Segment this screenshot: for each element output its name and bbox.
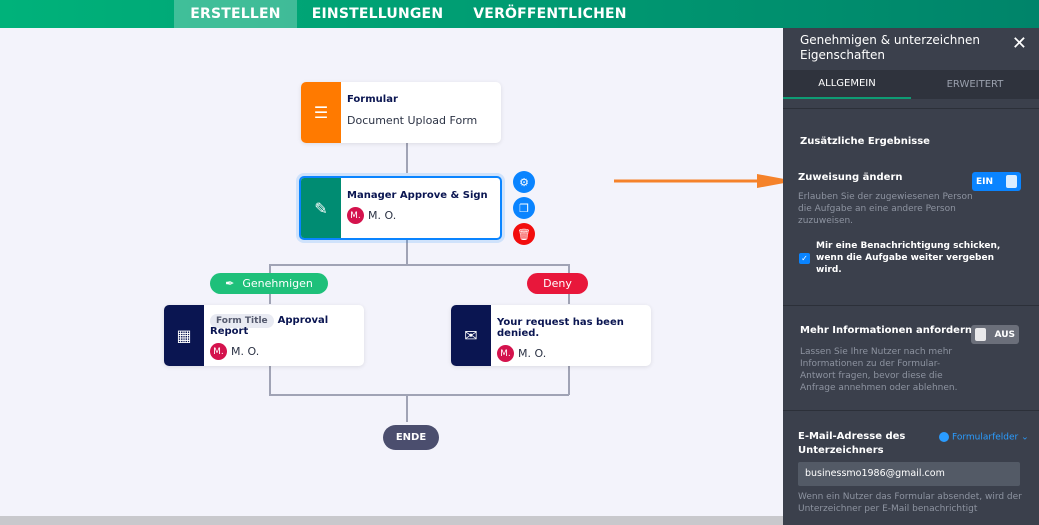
moreinfo-description: Lassen Sie Ihre Nutzer nach mehr Informa… <box>800 347 958 393</box>
report-icon: ▦ <box>164 305 204 366</box>
assignee: M. O. <box>231 345 260 358</box>
email-icon: ✉ <box>451 305 491 366</box>
moreinfo-toggle[interactable]: AUS <box>971 325 1019 344</box>
link-icon <box>939 432 949 442</box>
email-label: E-Mail-Adresse des Unterzeichners <box>798 431 906 456</box>
connector <box>568 366 570 395</box>
deny-email-node[interactable]: ✉ Your request has been denied. M. M. O. <box>451 305 651 366</box>
branch-label: Genehmigen <box>242 277 313 290</box>
sign-icon: ✎ <box>301 178 341 238</box>
dropdown-label: Formularfelder <box>952 432 1019 443</box>
toggle-label: AUS <box>994 329 1015 340</box>
approve-sign-node[interactable]: ✎ Manager Approve & Sign M. M. O. <box>299 176 502 240</box>
connector <box>406 143 408 173</box>
node-title: Approval Report <box>210 315 329 337</box>
gear-icon[interactable]: ⚙ <box>513 171 535 193</box>
notify-label: Mir eine Benachrichtigung schicken, wenn… <box>816 241 1001 275</box>
email-description: Wenn ein Nutzer das Formular absendet, w… <box>798 492 1022 514</box>
horizontal-scrollbar[interactable] <box>0 516 783 525</box>
reassign-description: Erlauben Sie der zugewiesenen Person die… <box>798 192 973 226</box>
panel-title: Genehmigen & unterzeichnen Eigenschaften <box>800 33 980 62</box>
form-icon: ☰ <box>301 82 341 143</box>
assignee: M. O. <box>368 209 397 222</box>
node-subtitle: Document Upload Form <box>347 114 478 127</box>
close-icon[interactable]: ✕ <box>1011 33 1027 54</box>
notify-checkbox[interactable]: ✓ <box>799 253 810 264</box>
tab-erweitert[interactable]: ERWEITERT <box>946 79 1004 90</box>
connector <box>406 240 408 264</box>
connector <box>269 394 569 396</box>
properties-panel: Genehmigen & unterzeichnen Eigenschaften… <box>783 28 1039 525</box>
avatar: M. <box>347 207 364 224</box>
chevron-down-icon: ⌄ <box>1021 432 1029 443</box>
tab-allgemein[interactable]: ALLGEMEIN <box>783 70 911 99</box>
node-title: Your request has been denied. <box>497 317 624 339</box>
reassign-label: Zuweisung ändern <box>798 172 903 183</box>
avatar: M. <box>210 343 227 360</box>
duplicate-icon[interactable]: ❐ <box>513 197 535 219</box>
annotation-arrow <box>614 174 795 188</box>
approve-branch-label[interactable]: ✒ Genehmigen <box>210 273 328 294</box>
tab-veroeffentlichen[interactable]: VERÖFFENTLICHEN <box>473 6 627 22</box>
avatar: M. <box>497 345 514 362</box>
connector <box>406 394 408 422</box>
tab-erstellen[interactable]: ERSTELLEN <box>174 0 297 28</box>
section-title: Zusätzliche Ergebnisse <box>800 136 930 147</box>
toggle-label: EIN <box>976 176 994 187</box>
trash-icon[interactable]: 🗑 <box>513 223 535 245</box>
assignee: M. O. <box>518 347 547 360</box>
connector <box>269 264 569 266</box>
pen-icon: ✒ <box>225 277 235 290</box>
signer-email-input[interactable]: businessmo1986@gmail.com <box>798 462 1020 486</box>
tab-einstellungen[interactable]: EINSTELLUNGEN <box>311 6 444 22</box>
top-nav <box>0 0 1039 28</box>
deny-branch-label[interactable]: Deny <box>527 273 588 294</box>
reassign-toggle[interactable]: EIN <box>972 172 1021 191</box>
connector <box>269 366 271 395</box>
node-title: Manager Approve & Sign <box>347 190 488 201</box>
form-title-tag: Form Title <box>210 314 274 328</box>
end-node: ENDE <box>383 425 439 450</box>
moreinfo-label: Mehr Informationen anfordern <box>800 325 973 336</box>
node-title: Formular <box>347 94 398 105</box>
form-fields-dropdown[interactable]: Formularfelder ⌄ <box>939 432 1029 443</box>
